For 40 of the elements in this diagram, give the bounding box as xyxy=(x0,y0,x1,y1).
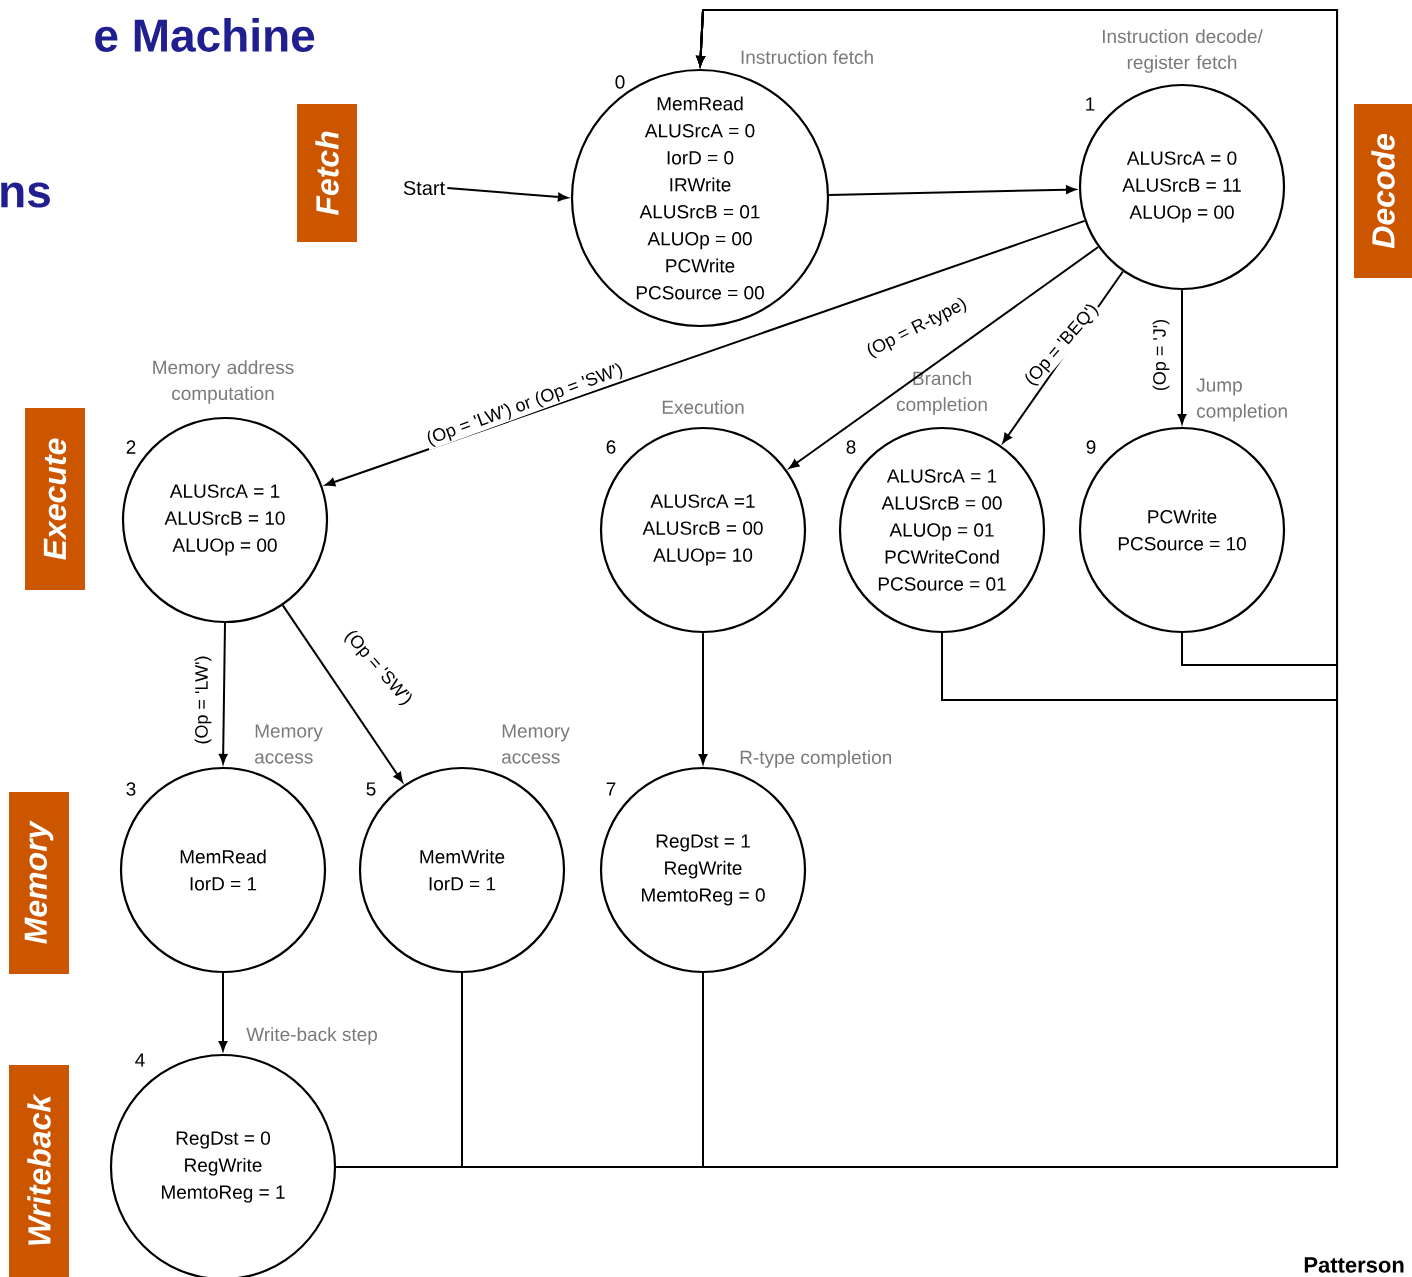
state-number: 0 xyxy=(615,75,625,89)
state-number: 7 xyxy=(606,782,616,796)
state-caption: R-type completion xyxy=(740,750,892,768)
arrow xyxy=(698,632,708,764)
edge-label: (Op = 'LW') xyxy=(193,654,213,747)
state-caption: Execution xyxy=(662,400,744,414)
state-number: 5 xyxy=(366,782,376,796)
state-caption: Memory access xyxy=(502,724,570,764)
state-number: 8 xyxy=(846,440,856,454)
state-number: 6 xyxy=(606,440,616,454)
phase-band: Memory xyxy=(9,792,69,974)
phase-band: Fetch xyxy=(297,104,357,242)
state-caption: Instruction decode/ register fetch xyxy=(1102,29,1263,73)
state-caption: Memory address computation xyxy=(153,360,294,404)
state-number: 1 xyxy=(1086,97,1095,111)
phase-band: Execute xyxy=(25,408,85,590)
state-number: 9 xyxy=(1086,440,1096,454)
start-label: Start xyxy=(403,180,445,196)
state-caption: Jump completion xyxy=(1196,378,1287,422)
state-caption: Memory access xyxy=(255,724,323,764)
arrow xyxy=(828,185,1076,197)
state-caption: Instruction fetch xyxy=(741,50,873,64)
arrow xyxy=(789,246,1100,469)
state-caption: Write-back step xyxy=(246,1027,378,1045)
arrow xyxy=(218,972,228,1051)
arrow xyxy=(446,187,568,202)
arrow xyxy=(281,604,403,783)
state-number: 2 xyxy=(126,440,136,454)
state-number: 3 xyxy=(126,782,136,796)
credit-text: Patterson xyxy=(1304,1257,1404,1273)
edge-label: (Op = 'J') xyxy=(1151,317,1171,393)
phase-band: Decode xyxy=(1354,104,1412,278)
phase-band: Writeback xyxy=(9,1065,69,1277)
state-number: 4 xyxy=(135,1053,145,1067)
title-text: ns xyxy=(1,182,50,208)
arrow xyxy=(1177,289,1187,424)
arrow xyxy=(325,219,1086,487)
state-caption: Branch completion xyxy=(896,371,987,415)
arrow xyxy=(218,622,228,764)
title-text: e Machine xyxy=(95,18,315,52)
